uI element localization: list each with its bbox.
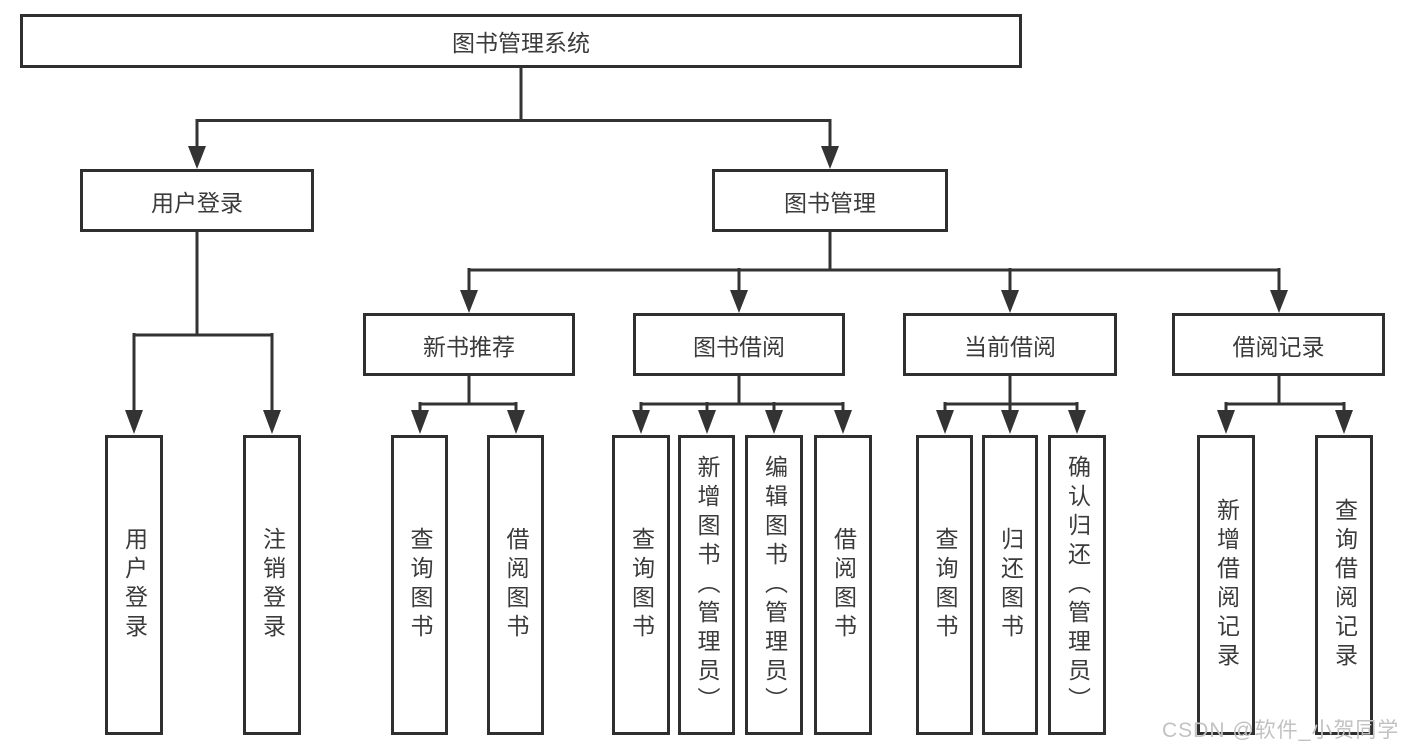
watermark: CSDN @软件_小贺同学 <box>1162 719 1400 742</box>
leaf-user-login: 用户登录 <box>105 435 163 735</box>
node-new-book-recommend: 新书推荐 <box>363 313 575 376</box>
leaf-query-books-current: 查询图书 <box>916 435 973 735</box>
leaf-add-book-admin: 新增图书（管理员） <box>678 435 735 735</box>
leaf-borrow-books-recommend: 借阅图书 <box>487 435 544 735</box>
leaf-confirm-return-admin: 确认归还（管理员） <box>1048 435 1106 735</box>
leaf-logout: 注销登录 <box>243 435 301 735</box>
leaf-edit-book-admin: 编辑图书（管理员） <box>745 435 803 735</box>
node-library-system: 图书管理系统 <box>20 14 1022 68</box>
node-borrow-records: 借阅记录 <box>1172 313 1385 376</box>
leaf-query-books-recommend: 查询图书 <box>391 435 448 735</box>
leaf-query-books-borrow: 查询图书 <box>612 435 670 735</box>
leaf-add-borrow-record: 新增借阅记录 <box>1197 435 1255 735</box>
node-current-borrow: 当前借阅 <box>903 313 1117 376</box>
leaf-return-book: 归还图书 <box>982 435 1038 735</box>
leaf-borrow-books: 借阅图书 <box>814 435 872 735</box>
node-book-borrow: 图书借阅 <box>633 313 845 376</box>
node-book-management: 图书管理 <box>712 169 948 232</box>
leaf-query-borrow-record: 查询借阅记录 <box>1315 435 1373 735</box>
node-user-login: 用户登录 <box>80 169 314 232</box>
